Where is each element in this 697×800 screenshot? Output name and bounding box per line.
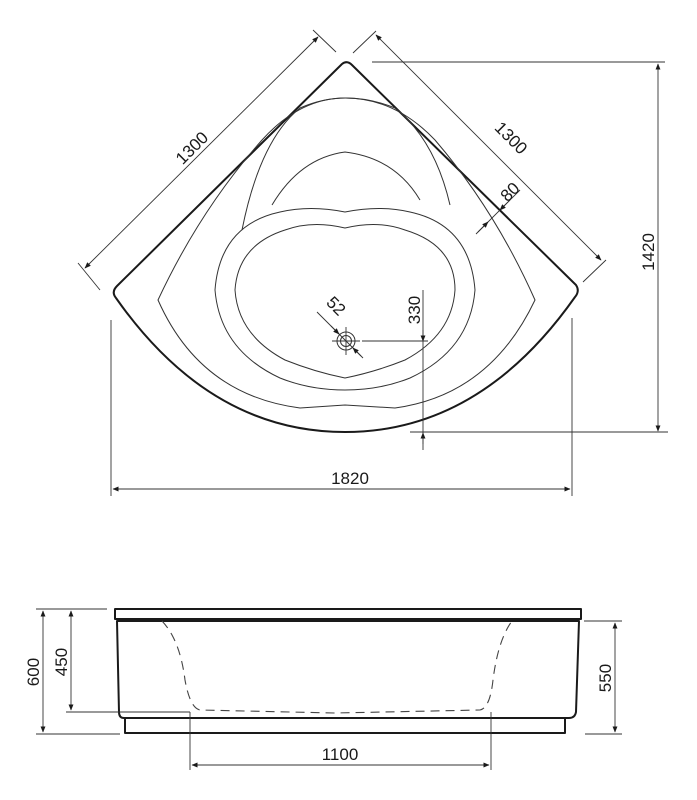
top-view: 1300 1300 80 1420 1820 [77, 29, 668, 496]
dim-label-drain-offset: 330 [405, 296, 424, 324]
dim-drain-offset: 330 [362, 290, 428, 450]
dim-label-depth-total: 1420 [639, 233, 658, 271]
apron [116, 620, 580, 719]
dim-label-drain-diameter: 52 [322, 293, 349, 320]
dim-inner-depth: 450 [52, 610, 190, 713]
dim-depth-total: 1420 [372, 61, 668, 433]
rim-line [157, 97, 536, 409]
dim-total-height: 600 [24, 608, 120, 735]
dim-side-left: 1300 [77, 29, 337, 291]
basin-outer [214, 208, 476, 391]
dim-label-total-height: 600 [24, 658, 43, 686]
dim-label-apron-height: 550 [596, 664, 615, 692]
dim-side-right: 1300 [352, 30, 607, 283]
backrest-inner [271, 151, 421, 206]
dim-label-inner-depth: 450 [52, 648, 71, 676]
dim-label-side-right: 1300 [491, 118, 531, 158]
dim-width-total: 1820 [110, 318, 573, 496]
dim-apron-height: 550 [584, 620, 622, 735]
tub-outline [112, 61, 579, 433]
dim-label-bottom-length: 1100 [322, 745, 359, 764]
dim-label-width-total: 1820 [331, 469, 369, 488]
dim-bottom-length: 1100 [189, 712, 492, 770]
rim-top [114, 608, 582, 620]
inner-bath-profile [161, 620, 513, 714]
dim-label-rim-width: 80 [497, 179, 524, 206]
base-plinth [124, 719, 566, 734]
backrest-outer [241, 97, 451, 231]
front-view: 600 450 550 1100 [24, 608, 622, 770]
